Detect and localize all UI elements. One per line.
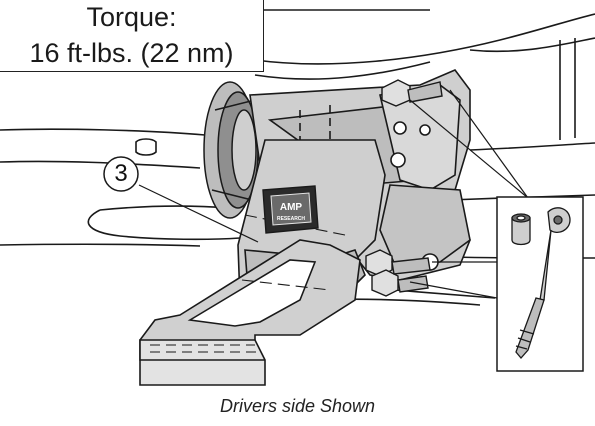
- brand-plate: AMP RESEARCH: [262, 185, 319, 234]
- tool-inset: [496, 196, 584, 372]
- figure-caption: Drivers side Shown: [219, 396, 376, 416]
- callout-number: 3: [114, 160, 128, 187]
- wheel-hub: [203, 81, 259, 219]
- step-arm: [139, 139, 386, 386]
- brand-logo-top: AMP: [280, 202, 303, 213]
- socket-icon: [511, 213, 531, 246]
- torque-value: 16 ft-lbs. (22 nm): [29, 38, 234, 68]
- bolt-lower: [365, 249, 431, 297]
- brand-logo-bottom: RESEARCH: [277, 216, 305, 222]
- torque-spec-box: Torque: 16 ft-lbs. (22 nm): [0, 0, 264, 72]
- leader-lines: [138, 89, 529, 299]
- torque-wrench-icon: [515, 207, 571, 360]
- torque-label: Torque:: [86, 2, 177, 32]
- callout-circle: [103, 156, 139, 192]
